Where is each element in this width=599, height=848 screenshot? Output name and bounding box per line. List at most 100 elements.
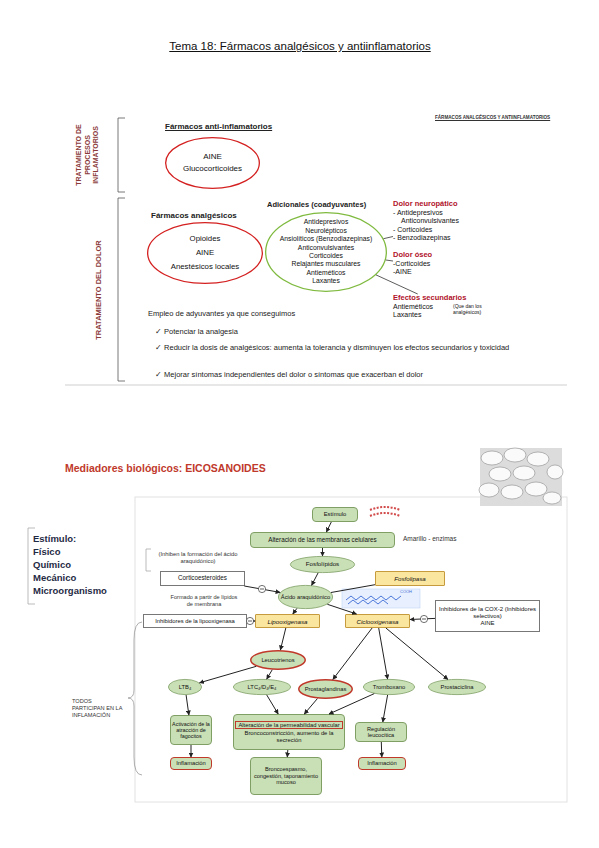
indication-group: Efectos secundariosAntieméticosLaxantes(… [393, 294, 508, 324]
node-text: Efectos secundarios [393, 294, 466, 303]
connector [331, 585, 375, 593]
pill [489, 467, 511, 481]
ellipse-outline [148, 223, 263, 284]
stimulus-label: Estímulo: [33, 533, 133, 544]
enzyme-box: Lipooxigenasa [255, 614, 320, 628]
node-content: Alteración de la permeabilidad vascularB… [234, 715, 344, 749]
process-box: Alteración de la permeabilidad vascularB… [233, 714, 345, 750]
bracket [118, 198, 125, 381]
node-content: Inflamación [171, 758, 211, 769]
molecule-background [342, 589, 420, 608]
connector [287, 750, 289, 757]
node-text: AINE [203, 151, 222, 163]
node-text: Alteración de la permeabilidad vascular [235, 721, 342, 730]
node-content: Dolor óseo-Corticoides-AINE [393, 251, 453, 279]
enzyme-box: Fosfolipasa [375, 571, 445, 586]
section-label: TRATAMIENTO DEL DOLOR [94, 200, 106, 380]
process-box: Alteración de las membranas celulares [250, 532, 395, 548]
connector [327, 604, 356, 614]
ellipse-outline [278, 585, 332, 608]
connector [191, 745, 192, 757]
connector [186, 695, 189, 715]
drug-box: Inhibidores de la lipooxigenasa [143, 614, 247, 628]
connector [386, 628, 448, 679]
node-content: Prostaglandinas [298, 679, 353, 699]
stimulus-label: Microorganismo [33, 585, 133, 596]
node-content: Alteración de las membranas celulares [251, 533, 394, 547]
node-text: Corticoesteroides [178, 575, 227, 582]
node-text: Prostaciclina [441, 684, 474, 691]
inhibition-symbol [258, 585, 265, 592]
node-text: Tromboxano [373, 684, 405, 691]
node-content: Activación de la atracción de fagocitos [171, 716, 211, 744]
process-oval: Prostaglandinas [298, 679, 353, 699]
ellipse-outline [363, 679, 414, 694]
node-text: Neurolépticos [305, 227, 347, 235]
node-text: Antieméticos [307, 269, 346, 277]
process-oval: Prostaciclina [428, 679, 486, 695]
node-content: Lipooxigenasa [256, 615, 319, 627]
node-content: Broncoespasmo, congestión, taponamiento … [251, 758, 321, 794]
pill [527, 452, 549, 466]
node-text: Ácido araquidónico [281, 594, 330, 601]
node-text: Inflamación [367, 760, 397, 767]
node-text: AINE [196, 246, 214, 260]
inhibition-minus [260, 589, 264, 590]
connector [383, 695, 388, 722]
node-text: - Corticoides [393, 226, 432, 235]
node-heading: Adicionales (coadyuvantes) [267, 200, 366, 209]
node-text: Anticonvulsivantes [298, 244, 354, 252]
drug-class-circle: AINEGlucocorticoidesFármacos anti-inflam… [165, 137, 260, 189]
pill [547, 465, 563, 479]
stimulus-label: Mecánico [33, 572, 133, 583]
bracket [146, 549, 151, 571]
curly-brace [128, 622, 142, 775]
process-box: Activación de la atracción de fagocitos [170, 715, 212, 745]
node-text: Fosfolipasa [394, 575, 426, 582]
connector [304, 699, 317, 714]
connector [312, 573, 319, 585]
node-text: Glucocorticoides [183, 163, 242, 175]
annotation: TODOS PARTICIPAN EN LA INFLAMACIÓN [72, 698, 124, 718]
node-text: Inhibidores de la COX-2 (Inhibidores sel… [436, 606, 539, 620]
check-item: ✓ Potenciar la analgesia [155, 327, 455, 336]
ellipse-outline [428, 679, 485, 694]
ellipse-outline [251, 651, 306, 670]
connector [384, 237, 394, 239]
adjuvant-circle: AntidepresivosNeurolépticosAnsiolíticos … [265, 212, 387, 292]
membrane-layer [370, 507, 400, 510]
header-note: FÁRMACOS ANALGÉSICOS Y ANTIINFLAMATORIOS [435, 115, 565, 120]
connector [322, 548, 323, 556]
process-box: Regulación leucocítica [355, 722, 407, 742]
node-heading: Fármacos anti-inflamatorios [165, 122, 272, 131]
node-text: Fosfolípidos [306, 561, 339, 568]
pill [479, 483, 499, 497]
legend-note: Amarillo - enzimas [403, 535, 493, 542]
node-text: Ansiolíticos (Benzodiazepinas) [280, 235, 373, 243]
node-text: Antidepresivos [304, 218, 349, 226]
node-content: Corticoesteroides [161, 572, 244, 585]
node-text: Laxantes [393, 311, 421, 320]
node-text: LTB₄ [179, 684, 192, 691]
node-text: Inhibidores de la lipooxigenasa [155, 618, 235, 625]
node-content: LTB₄ [168, 679, 202, 695]
process-oval: Ácido araquidónico [278, 585, 333, 609]
ellipse-outline [166, 138, 260, 189]
node-text: Regulación leucocítica [356, 726, 406, 739]
drug-box: Inhibidores de la COX-2 (Inhibidores sel… [435, 600, 540, 632]
connector [267, 695, 279, 714]
node-text: Anestésicos locales [171, 260, 239, 274]
node-content: Ácido araquidónico [278, 585, 333, 609]
ellipse-outline [299, 680, 353, 699]
node-text: Prostaglandinas [305, 686, 347, 693]
node-content: Inhibidores de la lipooxigenasa [144, 615, 246, 627]
inhibition-circle [258, 585, 265, 592]
process-oval: Tromboxano [363, 679, 415, 695]
node-content: Leucotrienos [250, 650, 306, 670]
node-text: Antieméticos [393, 303, 433, 312]
enzyme-box: Ciclooxigenasa [345, 614, 410, 628]
inhibition-circle [246, 617, 253, 624]
node-content: Efectos secundariosAntieméticosLaxantes(… [393, 294, 508, 324]
check-item: ✓ Mejorar síntomas independientes del do… [155, 370, 555, 379]
pill [543, 492, 561, 504]
